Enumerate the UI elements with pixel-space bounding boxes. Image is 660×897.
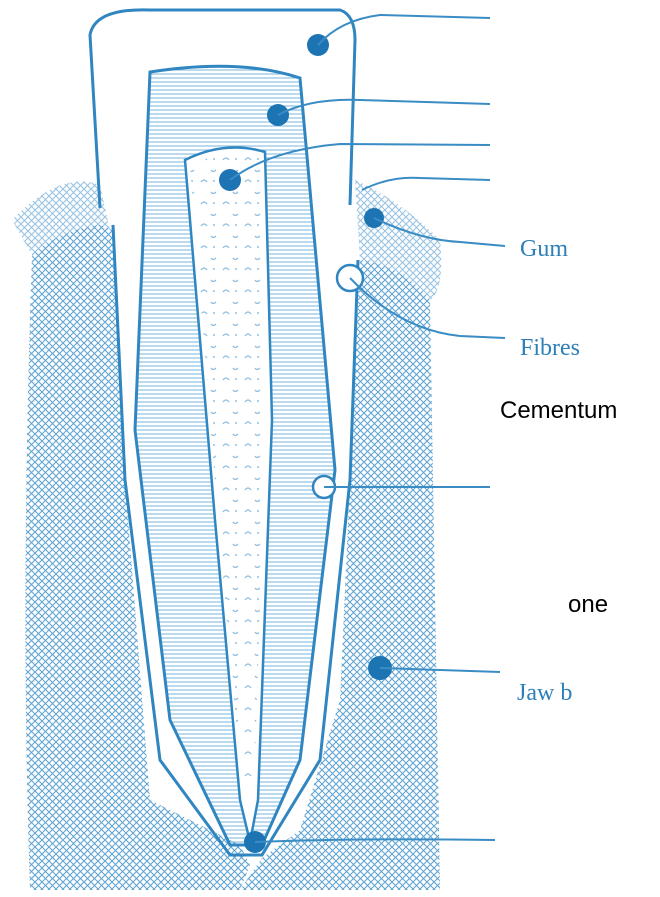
jaw-bone-label: Jaw b (517, 680, 572, 706)
gap-leader (362, 178, 490, 190)
cementum-label: Cementum (500, 397, 617, 424)
fibres-label: Fibres (520, 335, 580, 361)
bone-fragment-label: one (568, 591, 608, 618)
enamel-leader (278, 100, 490, 115)
crown-leader (318, 15, 490, 45)
gum-label: Gum (520, 236, 568, 262)
